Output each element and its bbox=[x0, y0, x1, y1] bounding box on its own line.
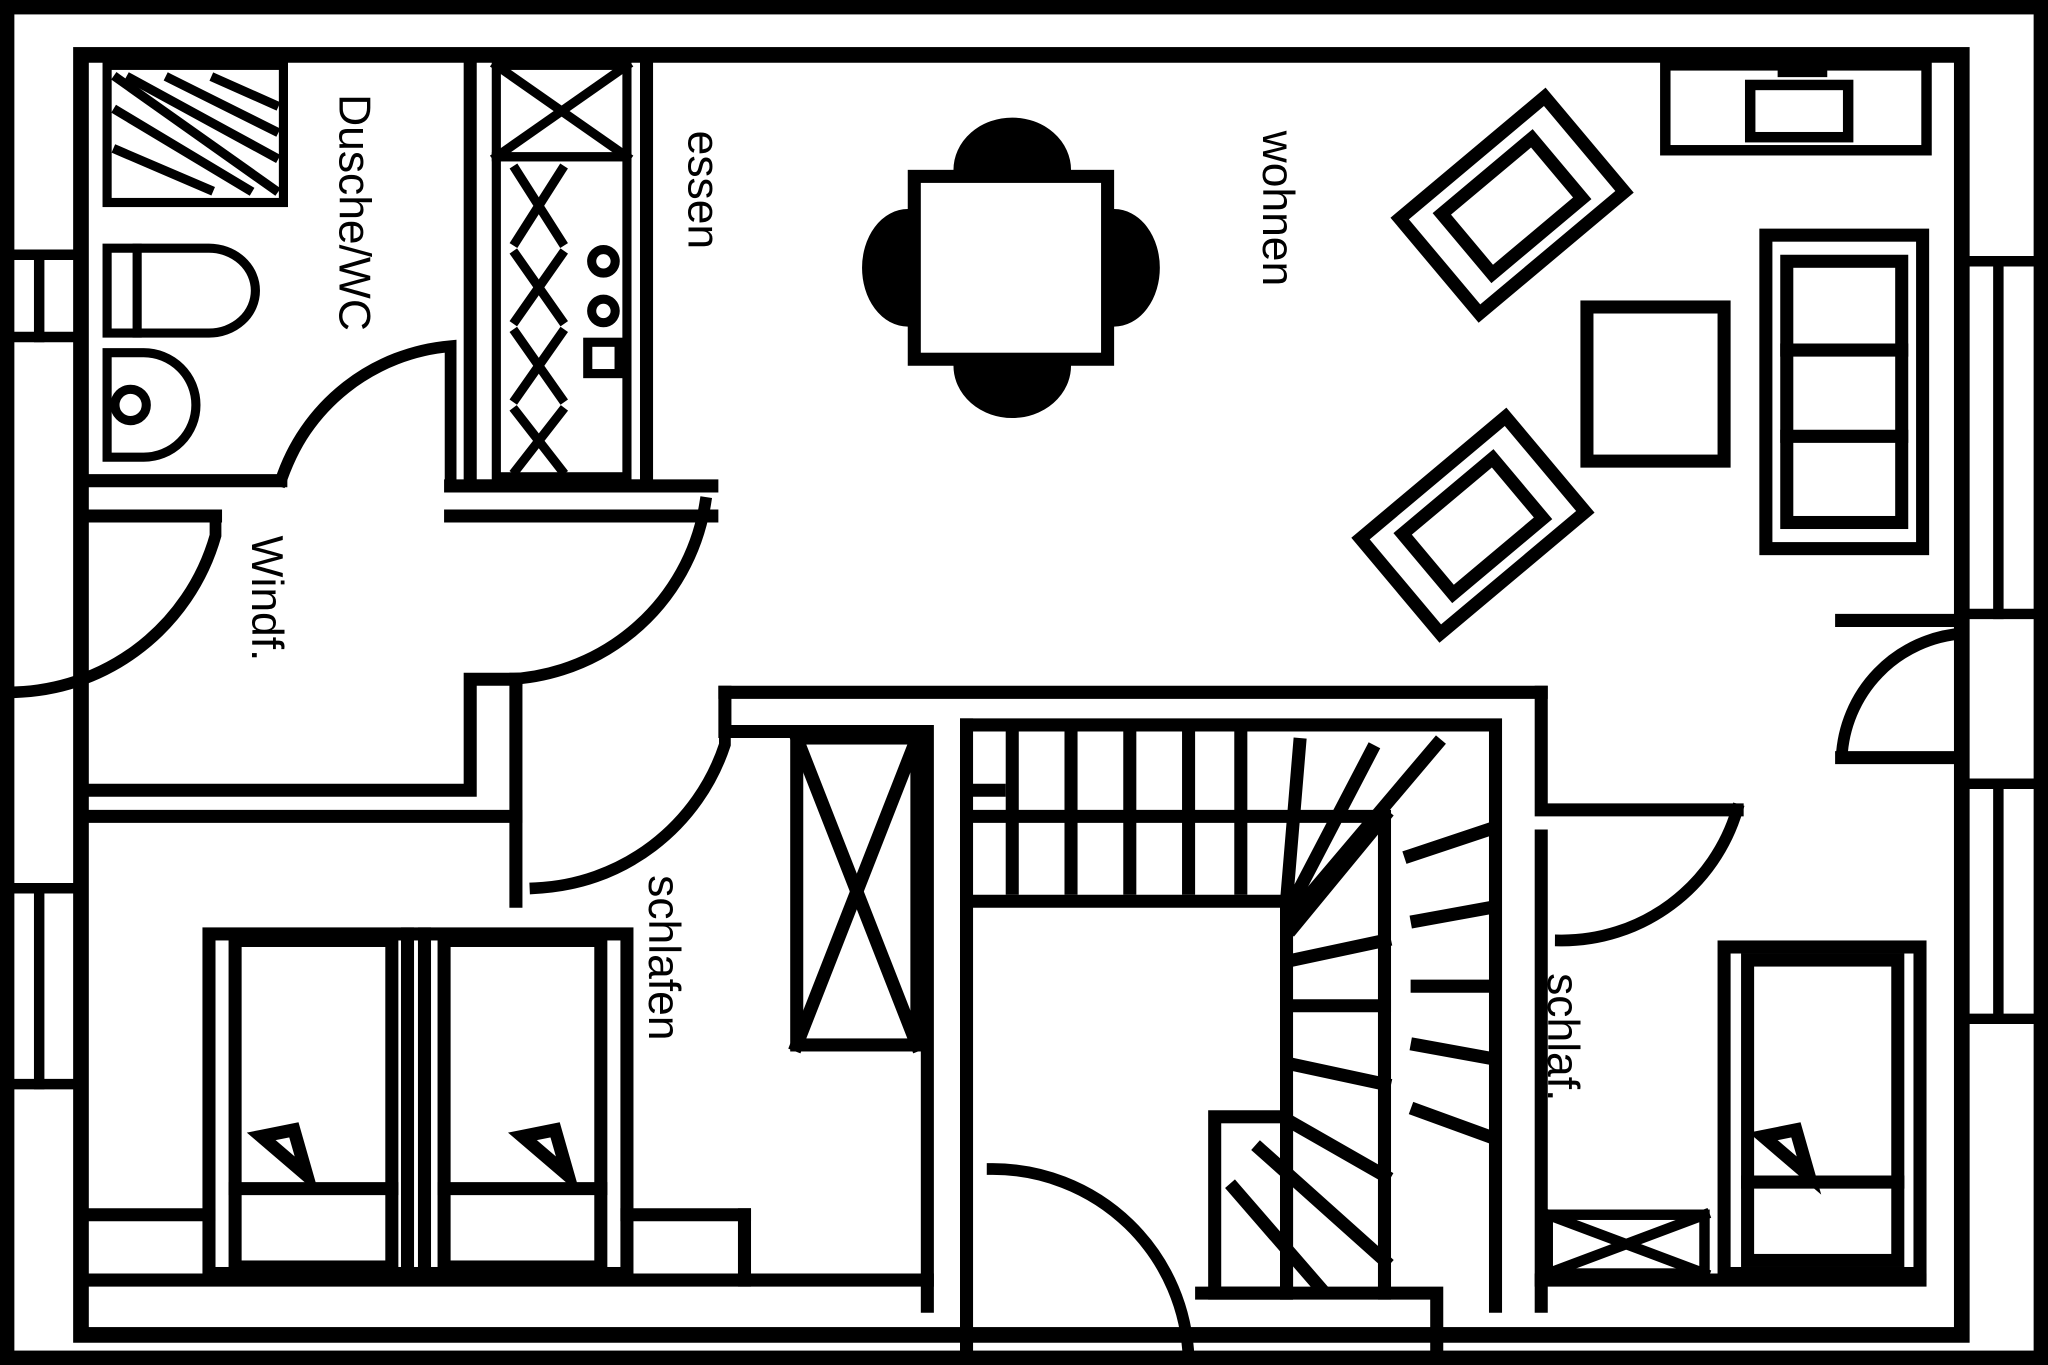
sofa bbox=[1759, 228, 1930, 556]
toilet bbox=[102, 243, 260, 338]
washbasin bbox=[102, 348, 201, 462]
shower-tray bbox=[102, 60, 288, 208]
dining-table bbox=[862, 117, 1160, 419]
label-schlaf: schlaf. bbox=[1538, 973, 1587, 1101]
bedroom-closet bbox=[1541, 1208, 1712, 1281]
label-dusche-wc: Dusche/WC bbox=[330, 94, 379, 331]
doors bbox=[0, 339, 1969, 1365]
armchair-top bbox=[1390, 87, 1634, 323]
kitchen-counter bbox=[489, 58, 634, 482]
single-bed bbox=[1717, 940, 1927, 1281]
armchair-bottom bbox=[1351, 407, 1595, 643]
tv-cabinet bbox=[1660, 60, 1932, 156]
coffee-table bbox=[1580, 300, 1731, 468]
label-windfang: Windf. bbox=[242, 536, 291, 662]
label-essen: essen bbox=[678, 131, 727, 249]
label-schlafen: schlafen bbox=[639, 875, 688, 1040]
staircase bbox=[966, 731, 1498, 1300]
double-bed bbox=[202, 927, 634, 1281]
label-wohnen: wohnen bbox=[1253, 130, 1302, 287]
window-marks bbox=[1, 249, 2047, 1090]
wardrobe bbox=[788, 729, 926, 1054]
